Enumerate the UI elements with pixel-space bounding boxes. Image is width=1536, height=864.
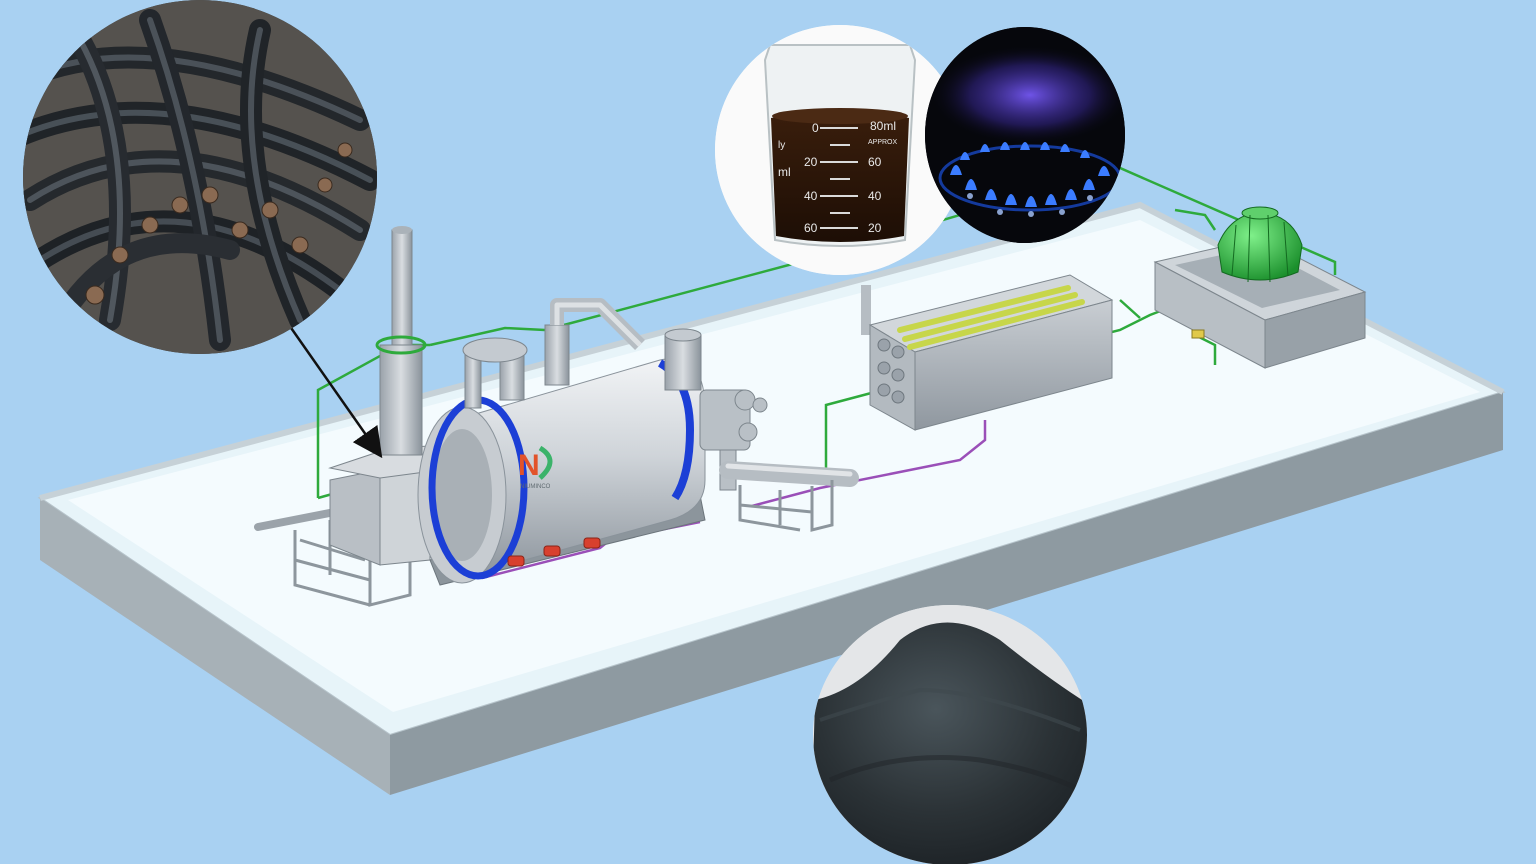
beaker-icon: 0 20 40 60 80ml 60 40 20 APPROX ly ml	[715, 25, 965, 275]
reactor-rear-manifold	[699, 389, 768, 491]
platform-front-side	[40, 498, 390, 795]
beaker-side-1: ly	[778, 140, 785, 151]
feeder-frame	[293, 520, 412, 607]
discharge-conveyor	[719, 461, 859, 487]
condenser-side	[914, 299, 1113, 431]
platform-right-side	[390, 392, 1503, 795]
cable-waste-inset	[23, 0, 377, 354]
beaker-right-80ml: 80ml	[870, 119, 896, 133]
carbon-powder-icon	[813, 605, 1087, 864]
beaker-left-0: 0	[812, 121, 819, 135]
conveyor-frame	[738, 480, 834, 532]
catalyst-tower	[664, 334, 702, 391]
chimney-upper	[391, 229, 413, 351]
chimney-ring	[375, 335, 427, 355]
pyrolysis-oil-inset: 0 20 40 60 80ml 60 40 20 APPROX ly ml	[715, 25, 965, 275]
beaker-right-60: 60	[868, 155, 882, 169]
beaker-left-40: 40	[804, 189, 818, 203]
beaker-right-40: 40	[868, 189, 882, 203]
beaker-left-60: 60	[804, 221, 818, 235]
brand-logo: N NIUMINCO	[518, 445, 553, 490]
beaker-right-20: 20	[868, 221, 882, 235]
brand-logo-mark: N	[518, 449, 540, 482]
reactor: N NIUMINCO	[417, 358, 768, 586]
cooling-tower	[1191, 206, 1303, 339]
fuel-gas-inset	[925, 27, 1125, 243]
cable-bundle-icon	[23, 0, 377, 354]
vapor-piping	[462, 298, 859, 532]
feed-arrow	[280, 314, 383, 459]
condenser	[861, 274, 1114, 431]
beaker-approx: APPROX	[868, 139, 898, 146]
beaker-side-2: ml	[778, 165, 791, 179]
brand-logo-caption: NIUMINCO	[520, 484, 551, 490]
condenser-tubes	[897, 285, 1085, 350]
carbon-black-inset	[813, 605, 1087, 864]
gas-flame-icon	[925, 27, 1125, 243]
burners	[507, 537, 601, 567]
chimney	[375, 226, 427, 456]
chimney-lower	[379, 344, 423, 456]
beaker-left-20: 20	[804, 155, 818, 169]
condenser-ports	[877, 338, 905, 404]
